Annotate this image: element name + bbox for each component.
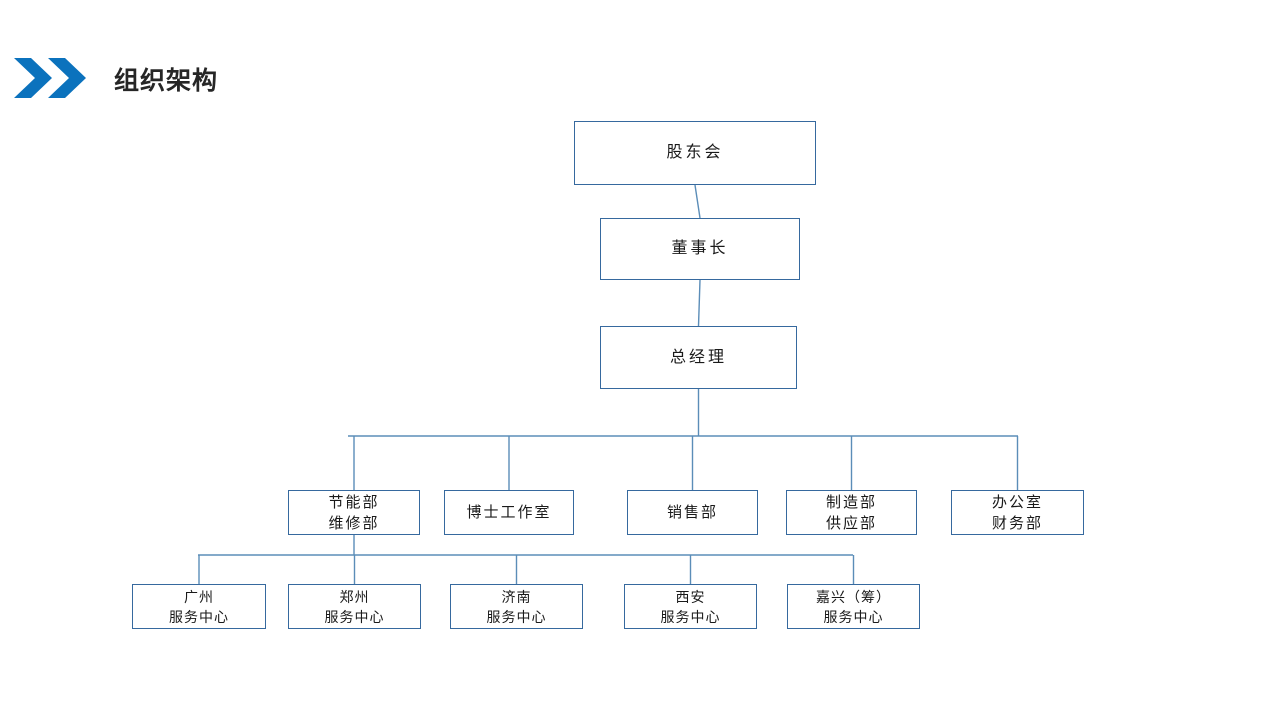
org-node-label: 西安 xyxy=(675,588,706,605)
org-node-label: 服务中心 xyxy=(823,608,884,625)
org-node-label: 济南 xyxy=(501,588,532,605)
org-node-label: 维修部 xyxy=(328,514,380,532)
org-node-general-manager[interactable]: 总经理 xyxy=(600,326,797,389)
org-node-label: 服务中心 xyxy=(169,608,229,625)
connector-chairman-to-general-manager xyxy=(697,279,701,327)
org-node-manufacturing-supply[interactable]: 制造部供应部 xyxy=(786,490,917,535)
page-header: 组织架构 xyxy=(0,0,1280,120)
org-node-label: 服务中心 xyxy=(324,608,385,625)
org-node-guangzhou-center[interactable]: 广州服务中心 xyxy=(132,584,266,629)
org-node-label: 广州 xyxy=(184,588,214,605)
org-node-label: 郑州 xyxy=(339,588,370,605)
org-node-shareholders[interactable]: 股东会 xyxy=(574,121,816,185)
org-node-label: 办公室 xyxy=(991,493,1043,511)
org-node-sales[interactable]: 销售部 xyxy=(627,490,758,535)
org-node-label: 节能部 xyxy=(328,493,380,511)
org-node-jiaxing-center[interactable]: 嘉兴（筹） 服务中心 xyxy=(787,584,920,629)
org-node-label: 总经理 xyxy=(669,348,727,366)
org-node-label: 服务中心 xyxy=(486,608,547,625)
org-node-label: 财务部 xyxy=(991,514,1043,532)
org-node-label: 董事长 xyxy=(671,240,729,257)
org-node-label: 供应部 xyxy=(825,514,877,532)
org-node-label: 股东会 xyxy=(666,144,724,161)
page-title: 组织架构 xyxy=(114,67,219,95)
org-node-label: 制造部 xyxy=(825,493,877,511)
org-node-label: 服务中心 xyxy=(660,608,721,625)
org-node-label: 博士工作室 xyxy=(466,504,552,521)
org-node-xian-center[interactable]: 西安服务中心 xyxy=(624,584,757,629)
org-node-label: 销售部 xyxy=(666,504,718,521)
org-node-zhengzhou-center[interactable]: 郑州服务中心 xyxy=(288,584,421,629)
org-node-office-finance[interactable]: 办公室财务部 xyxy=(951,490,1084,535)
org-node-energy-maintenance[interactable]: 节能部维修部 xyxy=(288,490,420,535)
org-node-jinan-center[interactable]: 济南服务中心 xyxy=(450,584,583,629)
connector-shareholders-to-chairman xyxy=(694,184,701,219)
org-node-label: 嘉兴（筹） xyxy=(816,588,891,605)
double-chevron-right-icon xyxy=(14,57,92,99)
org-node-doctoral-studio[interactable]: 博士工作室 xyxy=(444,490,574,535)
org-node-chairman[interactable]: 董事长 xyxy=(600,218,800,280)
